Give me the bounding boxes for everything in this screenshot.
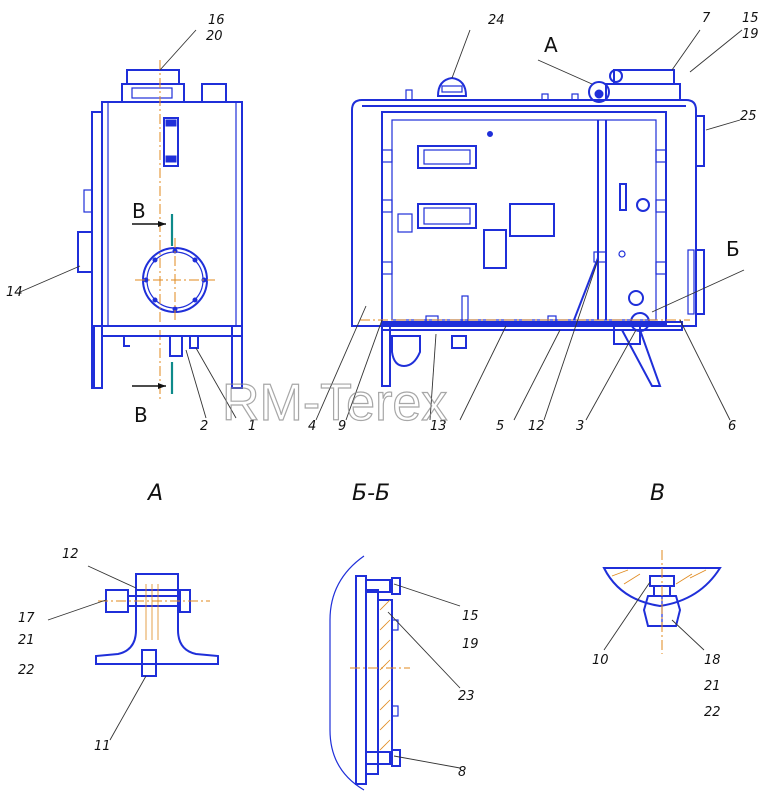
detail-a-stud bbox=[141, 649, 157, 677]
detail-a-mark: А bbox=[544, 33, 558, 57]
callout-7: 7 bbox=[702, 11, 711, 26]
callout-13: 13 bbox=[430, 419, 447, 434]
callout-16: 16 bbox=[208, 13, 225, 28]
filler-cap-body bbox=[121, 83, 185, 103]
section-bb-screw-top bbox=[365, 579, 391, 593]
section-bb bbox=[329, 555, 410, 791]
section-label-top: В bbox=[132, 199, 146, 223]
callout-4: 4 bbox=[308, 419, 316, 434]
callout-numbers: 16 20 24 7 15 19 25 14 2 1 4 9 13 5 12 3… bbox=[6, 11, 759, 780]
callout-20: 20 bbox=[206, 29, 223, 44]
callout-1: 1 bbox=[248, 419, 256, 434]
callout-23: 23 bbox=[458, 689, 475, 704]
callout-19-top: 19 bbox=[742, 27, 759, 42]
watermark: RM-Terex bbox=[222, 374, 447, 432]
callout-3: 3 bbox=[576, 419, 584, 434]
callout-14: 14 bbox=[6, 285, 23, 300]
section-bb-screw-bottom bbox=[365, 751, 391, 765]
callout-25: 25 bbox=[740, 109, 757, 124]
front-shell bbox=[351, 99, 697, 327]
breather bbox=[201, 83, 227, 103]
section-label-bottom: В bbox=[134, 403, 148, 427]
nameplate-lower bbox=[417, 203, 477, 229]
side-view: В В bbox=[77, 60, 243, 427]
right-bracket bbox=[695, 115, 705, 167]
callout-10: 10 bbox=[592, 653, 609, 668]
callout-21-v: 21 bbox=[704, 679, 721, 694]
callout-12-detail: 12 bbox=[62, 547, 79, 562]
callout-18: 18 bbox=[704, 653, 721, 668]
callout-12-bottom: 12 bbox=[528, 419, 545, 434]
leader-lines bbox=[19, 29, 745, 769]
view-v-nut bbox=[642, 595, 682, 627]
view-v-flange bbox=[602, 567, 722, 608]
foot-left bbox=[381, 325, 391, 387]
callout-17: 17 bbox=[18, 611, 35, 626]
inner-frame bbox=[381, 111, 667, 325]
leg-right bbox=[231, 325, 243, 389]
filler-neck-top bbox=[613, 69, 675, 85]
view-v bbox=[602, 550, 722, 654]
title-view-v: В bbox=[650, 481, 665, 506]
callout-22-a: 22 bbox=[18, 663, 35, 678]
section-b-mark: Б bbox=[726, 237, 740, 261]
drain-bracket bbox=[391, 335, 421, 368]
callout-9: 9 bbox=[338, 419, 346, 434]
front-view bbox=[351, 69, 705, 387]
callout-11: 11 bbox=[94, 739, 111, 754]
callout-5: 5 bbox=[496, 419, 504, 434]
callout-24: 24 bbox=[488, 13, 505, 28]
section-bb-wall bbox=[355, 575, 367, 785]
detail-a-marker bbox=[588, 81, 610, 103]
callout-15-bb: 15 bbox=[462, 609, 479, 624]
callout-21-a: 21 bbox=[18, 633, 35, 648]
detail-b-marker bbox=[630, 312, 650, 332]
title-detail-a: А bbox=[146, 481, 163, 506]
callout-15-top: 15 bbox=[742, 11, 759, 26]
drain-plug bbox=[169, 335, 183, 357]
leg-left bbox=[93, 325, 103, 389]
callout-19-bb: 19 bbox=[462, 637, 479, 652]
callout-22-v: 22 bbox=[704, 705, 721, 720]
callout-2: 2 bbox=[200, 419, 208, 434]
filler-cap-top bbox=[126, 69, 180, 85]
callout-6: 6 bbox=[728, 419, 736, 434]
callout-8: 8 bbox=[458, 765, 466, 780]
title-section-bb: Б-Б bbox=[352, 481, 390, 506]
level-gauge bbox=[163, 117, 179, 167]
nameplate-upper bbox=[417, 145, 477, 169]
detail-a bbox=[95, 573, 219, 677]
